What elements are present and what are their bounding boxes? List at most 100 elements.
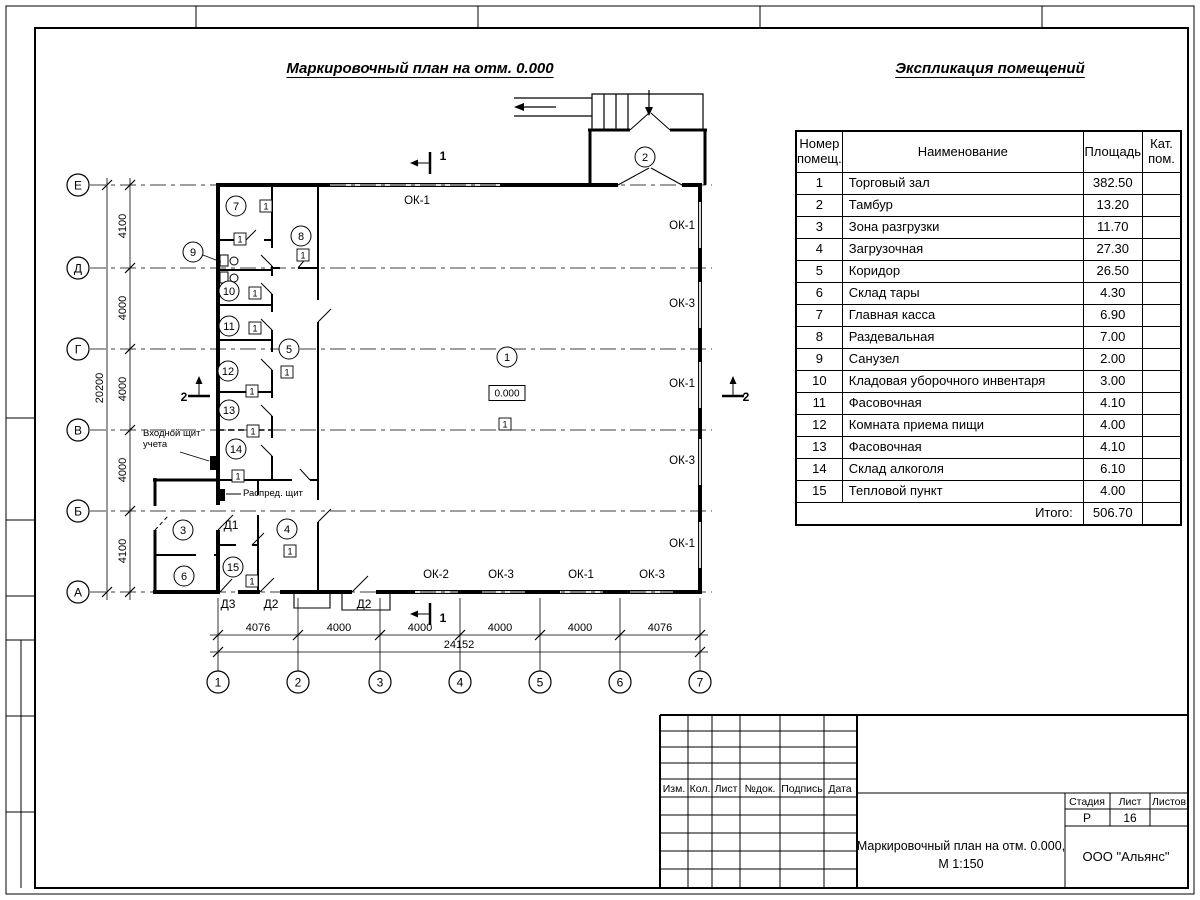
wc-fixture [219,254,229,267]
category-box [280,365,294,379]
titleblock-header: Лист [715,783,738,795]
door-label: Д2 [357,597,372,611]
axis-letter: Е [74,179,82,193]
schedule-cell-cat [1141,260,1182,283]
elevation-value: 0.000 [494,389,519,400]
axis-letter: В [74,424,82,438]
schedule-cell-area: 26.50 [1082,260,1143,283]
room-number: 15 [227,562,239,574]
schedule-cell-cat [1141,370,1182,393]
room-marker-9 [182,241,204,263]
room-number: 5 [286,344,292,356]
category-box [498,417,512,431]
room-marker-12 [217,360,239,382]
section-number: 1 [440,611,447,625]
schedule-cell-num: 14 [795,458,843,481]
section-arrowhead [195,376,203,384]
room-number: 11 [223,321,234,333]
schedule-col-area: Площадь [1082,130,1143,173]
axis-number: 2 [295,676,302,690]
ramp-lines [514,97,592,117]
outer-border [5,5,1195,895]
elevation-box [488,385,526,401]
axis-bubble-2 [286,670,310,694]
window-label: ОК-1 [669,538,695,550]
axis-bubble-3 [368,670,392,694]
schedule-total-row: Итого:506.70 [795,502,1182,526]
walls [153,128,707,594]
title-block [659,714,1188,888]
schedule-cell-cat [1141,458,1182,481]
schedule-cell-name: Склад тары [841,282,1084,305]
room-marker-15 [222,556,244,578]
left-attribute-boxes [6,417,35,888]
schedule-cell-cat [1141,216,1182,239]
axis-bubble-7 [688,670,712,694]
dim-text: 4000 [327,622,351,634]
category-number: 1 [252,289,257,299]
schedule-cell-area: 13.20 [1082,194,1143,217]
category-box [231,469,245,483]
category-number: 1 [300,251,305,261]
category-number: 1 [249,387,254,397]
category-number: 1 [287,547,292,557]
schedule-cell-name: Санузел [841,348,1084,371]
schedule-cell-area: 4.00 [1082,414,1143,437]
dim-text: 4000 [117,296,129,320]
schedule-cell-area: 2.00 [1082,348,1143,371]
section-arrowhead [729,376,737,384]
axis-bubble-А [66,580,90,604]
category-box [283,544,297,558]
titleblock-header: Подпись [781,783,823,795]
room-marker-14 [225,438,247,460]
schedule-cell-name: Тепловой пункт [841,480,1084,503]
title-block-outline [659,714,1188,888]
titleblock-header: Изм. [663,783,686,795]
section-number: 2 [181,390,188,404]
schedule-cell-area: 6.90 [1082,304,1143,327]
doc-title: М 1:150 [938,857,983,871]
note-text: учета [143,439,168,450]
schedule-cell-name: Коридор [841,260,1084,283]
axis-bubble-Г [66,337,90,361]
axis-number: 7 [697,676,704,690]
schedule-cell-cat [1141,172,1182,195]
windows-bottom [415,590,673,594]
schedule-cell-area: 6.10 [1082,458,1143,481]
dim-text: 4100 [117,214,129,238]
category-number: 1 [502,420,507,430]
schedule-col-number: Номер помещ. [795,130,843,173]
stage-value: Р [1083,811,1091,825]
schedule-cell-name: Фасовочная [841,392,1084,415]
page-frame [5,5,1195,895]
schedule-cell-area: 4.10 [1082,392,1143,415]
porch-outline [591,93,704,130]
door-label: Д3 [221,597,236,611]
schedule-cell-cat [1141,480,1182,503]
dim-text: 4000 [117,458,129,482]
schedule-cell-cat [1141,392,1182,415]
schedule-cell-num: 7 [795,304,843,327]
room-number: 9 [190,247,196,259]
axis-bubble-1 [206,670,230,694]
gate-swing-dashed [154,515,169,531]
schedule-cell-num: 11 [795,392,843,415]
category-box [296,248,310,262]
window-label: ОК-3 [669,455,695,467]
room-marker-2 [634,146,656,168]
schedule-cell-area: 3.00 [1082,370,1143,393]
sheet-value: 16 [1123,811,1137,825]
room-marker-10 [218,280,240,302]
door-label: Д1 [224,518,239,532]
axis-bubble-5 [528,670,552,694]
sink-fixture [229,256,239,266]
axis-bubble-Д [66,256,90,280]
ramp-arrowhead [514,103,524,111]
